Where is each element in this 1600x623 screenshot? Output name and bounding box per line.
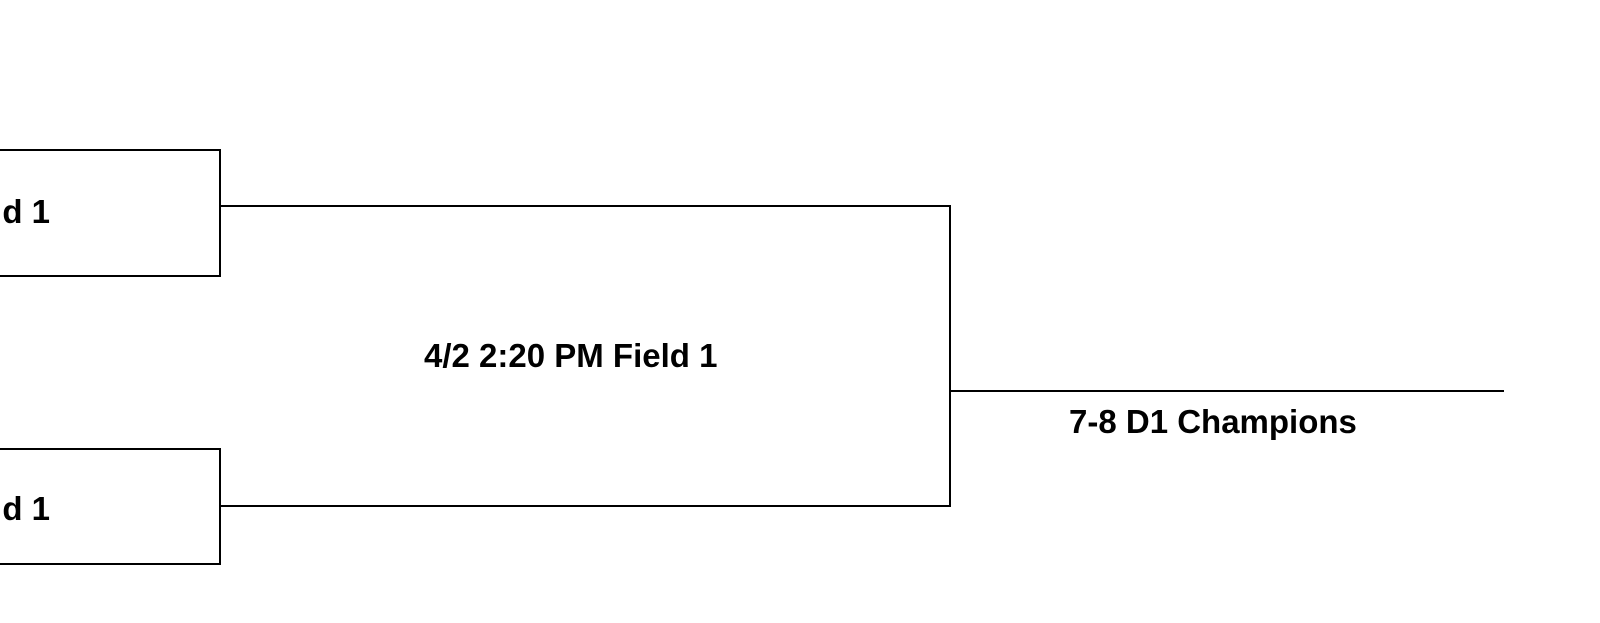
slot-bottom-label: d 1 (2, 490, 50, 527)
bracket-slot-bottom: d 1 (0, 448, 221, 565)
connector-top-line (219, 205, 951, 207)
connector-join-line (949, 205, 951, 507)
game-schedule-label: 4/2 2:20 PM Field 1 (424, 337, 718, 374)
connector-winner-line (949, 390, 1504, 392)
slot-top-label: d 1 (2, 193, 50, 230)
bracket-slot-top: d 1 (0, 149, 221, 277)
champion-label: 7-8 D1 Champions (1069, 403, 1357, 440)
connector-bottom-line (219, 505, 951, 507)
